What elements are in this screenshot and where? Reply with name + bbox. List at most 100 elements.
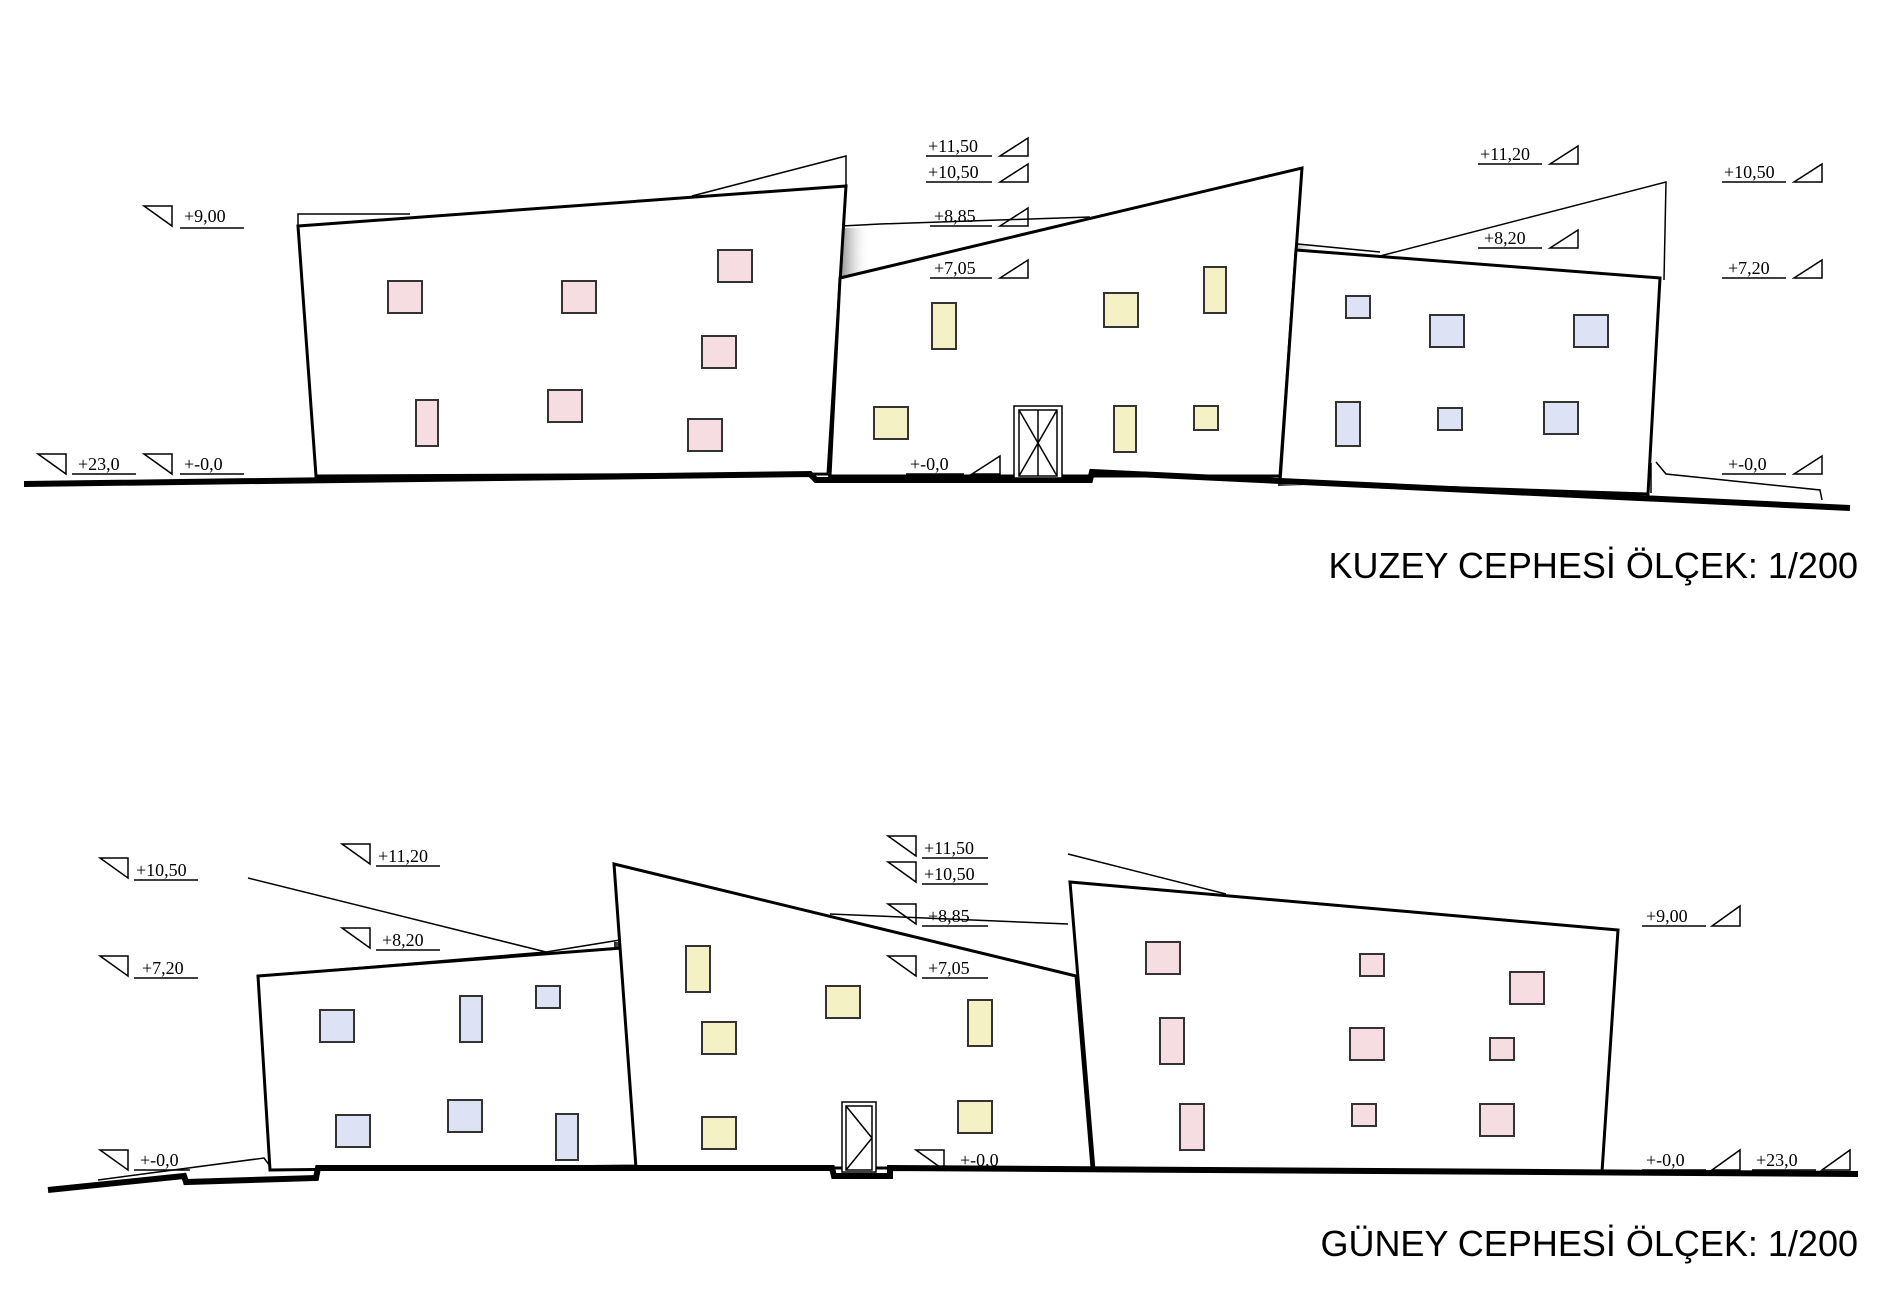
window [1479, 1103, 1515, 1137]
level-marker: +8,20 [1478, 228, 1579, 249]
window [459, 995, 483, 1043]
level-label: +11,20 [378, 846, 428, 866]
level-label: +-0,0 [1728, 454, 1767, 474]
level-label: +10,50 [924, 864, 975, 884]
window [701, 335, 737, 369]
window [335, 1114, 371, 1148]
window [447, 1099, 483, 1133]
level-marker: +7,05 [930, 258, 1029, 279]
level-label: +-0,0 [910, 454, 949, 474]
level-label: +10,50 [928, 162, 979, 182]
window [1103, 292, 1139, 328]
level-marker: +8,85 [930, 206, 1029, 227]
level-label: +-0,0 [140, 1150, 179, 1170]
level-label: +23,0 [78, 454, 120, 474]
window [1349, 1027, 1385, 1061]
north-windows-blue [1335, 295, 1609, 447]
window [967, 999, 993, 1047]
level-label: +8,20 [1484, 228, 1526, 248]
window [701, 1021, 737, 1055]
level-marker: +10,50 [97, 857, 198, 881]
level-marker: +9,00 [1642, 904, 1741, 927]
window [1193, 405, 1219, 431]
window [1359, 953, 1385, 977]
level-marker: +9,00 [141, 205, 244, 229]
north-windows-pink [387, 249, 753, 452]
window [535, 985, 561, 1009]
south-elevation: +10,50 +11,20 +8,20 +7,20 +11,50 [47, 835, 1859, 1264]
level-marker: +10,50 [885, 861, 988, 885]
level-label: +7,20 [1728, 258, 1770, 278]
level-label: +11,50 [928, 136, 978, 156]
window [387, 280, 423, 314]
level-marker: +23,0 [35, 453, 136, 476]
window [555, 1113, 579, 1161]
level-marker: +-0,0 [1722, 454, 1823, 475]
window [1573, 314, 1609, 348]
window [561, 280, 597, 314]
south-level-markers: +10,50 +11,20 +8,20 +7,20 +11,50 [97, 835, 1851, 1172]
level-marker: +23,0 [1752, 1148, 1851, 1171]
level-marker: +11,20 [339, 843, 440, 867]
north-block-3 [1278, 248, 1662, 496]
south-windows-pink [1145, 941, 1545, 1151]
north-block-1 [296, 184, 848, 478]
window [873, 406, 909, 440]
north-elevation: +9,00 +11,50 +10,50 +8,85 +7,05 [23, 136, 1858, 586]
level-marker: +10,50 [926, 162, 1029, 183]
level-marker: +11,50 [885, 835, 988, 859]
level-label: +7,05 [928, 958, 970, 978]
south-ground-line [47, 1164, 1859, 1193]
level-marker: +-0,0 [913, 1149, 1010, 1172]
window [1335, 401, 1361, 447]
window [957, 1100, 993, 1134]
window [1489, 1037, 1515, 1061]
north-title: KUZEY CEPHESİ ÖLÇEK: 1/200 [1328, 545, 1858, 586]
level-marker: +7,05 [885, 955, 988, 979]
south-title: GÜNEY CEPHESİ ÖLÇEK: 1/200 [1320, 1223, 1858, 1264]
level-marker: +-0,0 [141, 453, 244, 476]
level-marker: +8,85 [885, 903, 988, 927]
south-block-3 [1068, 880, 1620, 1174]
level-label: +-0,0 [960, 1150, 999, 1170]
level-marker: +11,20 [1478, 144, 1579, 165]
window [415, 399, 439, 447]
window [1509, 971, 1545, 1005]
window [1429, 314, 1465, 348]
south-windows-yellow [685, 945, 993, 1150]
window [1113, 405, 1137, 453]
window [685, 945, 711, 993]
level-label: +9,00 [1646, 906, 1688, 926]
level-label: +10,50 [1724, 162, 1775, 182]
window [1437, 407, 1463, 431]
south-block-1 [256, 946, 640, 1172]
level-marker: +-0,0 [97, 1149, 190, 1172]
level-label: +8,85 [928, 906, 970, 926]
level-label: +7,05 [934, 258, 976, 278]
level-label: +7,20 [142, 958, 184, 978]
window [825, 985, 861, 1019]
level-marker: +10,50 [1722, 162, 1823, 183]
level-marker: +7,20 [97, 955, 198, 979]
window [319, 1009, 355, 1043]
level-marker: +8,20 [339, 927, 440, 951]
level-label: +23,0 [1756, 1150, 1798, 1170]
level-label: +10,50 [136, 860, 187, 880]
north-windows-yellow [873, 266, 1227, 453]
window [717, 249, 753, 283]
level-label: +-0,0 [184, 454, 223, 474]
level-marker: +11,50 [926, 136, 1029, 157]
window [701, 1116, 737, 1150]
level-marker: +-0,0 [906, 454, 1001, 475]
window [1345, 295, 1371, 319]
window [1159, 1017, 1185, 1065]
window [1351, 1103, 1377, 1127]
window [687, 418, 723, 452]
north-door [1013, 405, 1063, 479]
window [931, 302, 957, 350]
north-ground-line [23, 468, 1851, 511]
level-label: +8,85 [934, 206, 976, 226]
south-windows-blue [319, 985, 579, 1161]
level-label: +-0,0 [1646, 1150, 1685, 1170]
